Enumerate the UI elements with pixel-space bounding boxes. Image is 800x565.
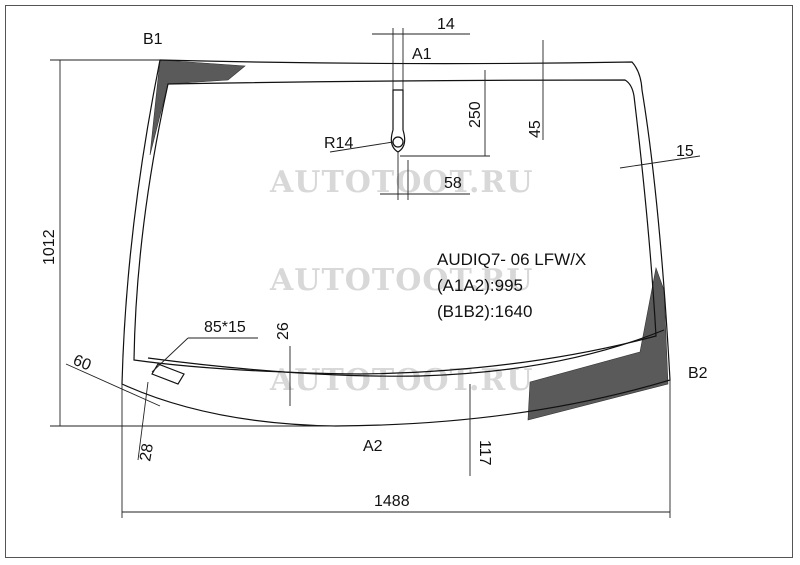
dim-117-label: 117 xyxy=(476,440,493,466)
tint-band-top-left xyxy=(149,59,246,156)
dim-60-label: 60 xyxy=(71,352,94,374)
label-a2: A2 xyxy=(363,438,383,455)
watermark-1: AUTOTOOT.RU xyxy=(269,165,533,200)
dim-26-label: 26 xyxy=(275,322,292,340)
dim-1012-label: 1012 xyxy=(41,229,58,265)
dim-58-label: 58 xyxy=(444,175,462,192)
windshield-outer-edge xyxy=(121,59,671,427)
a1a2-label: (A1A2):995 xyxy=(437,276,523,295)
b1b2-label: (B1B2):1640 xyxy=(437,302,532,321)
label-b2: B2 xyxy=(688,365,708,382)
dim-250-label: 250 xyxy=(467,101,484,128)
drawing-frame xyxy=(5,5,793,558)
dim-45-label: 45 xyxy=(527,120,544,138)
sensor-area xyxy=(151,363,185,385)
dim-r14-label: R14 xyxy=(324,135,353,152)
watermark-3: AUTOTOOT.RU xyxy=(269,363,533,398)
dim-1488-label: 1488 xyxy=(374,493,410,510)
tint-band-bottom-right xyxy=(527,266,669,421)
label-b1: B1 xyxy=(143,31,163,48)
dim-28-label: 28 xyxy=(137,442,157,463)
watermark-2: AUTOTOOT.RU xyxy=(269,263,533,298)
dim-15-label: 15 xyxy=(676,143,694,160)
label-a1: A1 xyxy=(412,46,432,63)
model-label: AUDIQ7- 06 LFW/X xyxy=(437,250,586,269)
dim-85x15-label: 85*15 xyxy=(204,319,246,336)
mirror-mount xyxy=(390,89,406,153)
dim-14-label: 14 xyxy=(437,16,455,33)
windshield-lower-line xyxy=(147,329,665,377)
mirror-mount-hole xyxy=(392,136,404,148)
